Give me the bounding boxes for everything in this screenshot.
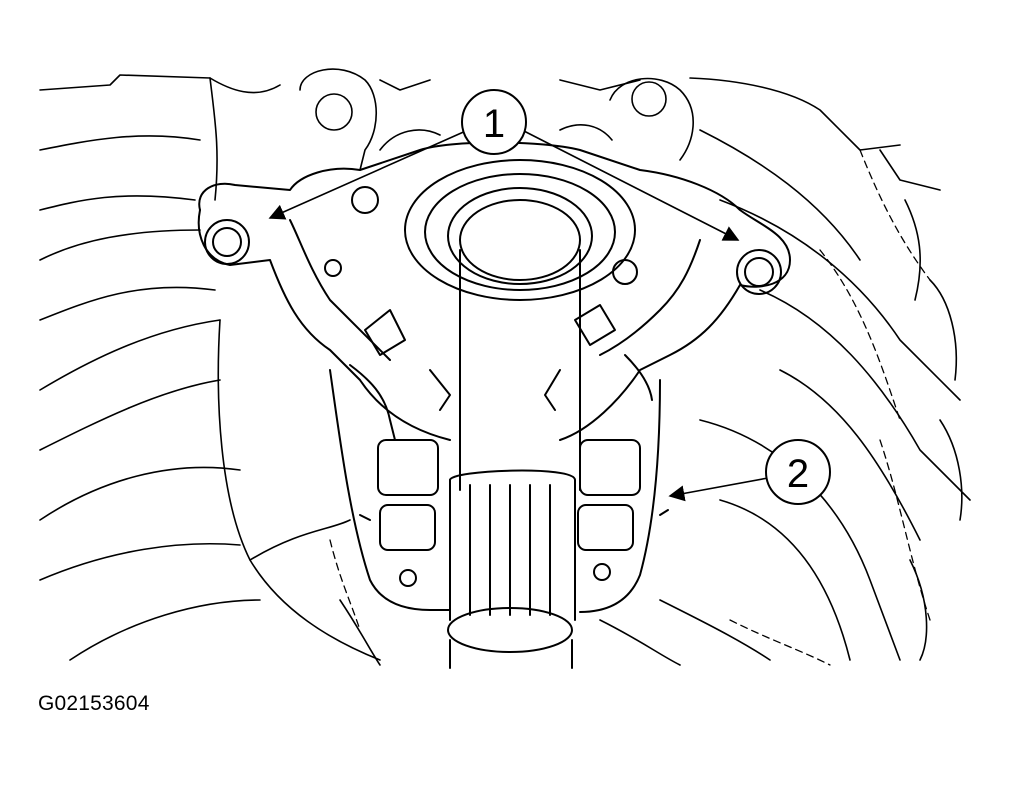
callout-2: 2 — [765, 439, 831, 505]
leader-2 — [668, 477, 769, 502]
seal-and-shaft — [404, 159, 636, 669]
upper-bolt-bosses — [299, 68, 694, 171]
callout-1-label: 1 — [483, 102, 505, 146]
lower-bracket — [329, 354, 669, 613]
adapter-plate — [197, 141, 791, 441]
figure-code: G02153604 — [38, 692, 150, 715]
hidden-lines — [329, 149, 931, 666]
callout-1: 1 — [461, 89, 527, 155]
leader-1-left — [268, 129, 469, 220]
callout-leaders — [268, 129, 769, 502]
callout-2-label: 2 — [787, 452, 809, 496]
housing-outline — [39, 74, 971, 666]
leader-1-right — [521, 129, 740, 241]
